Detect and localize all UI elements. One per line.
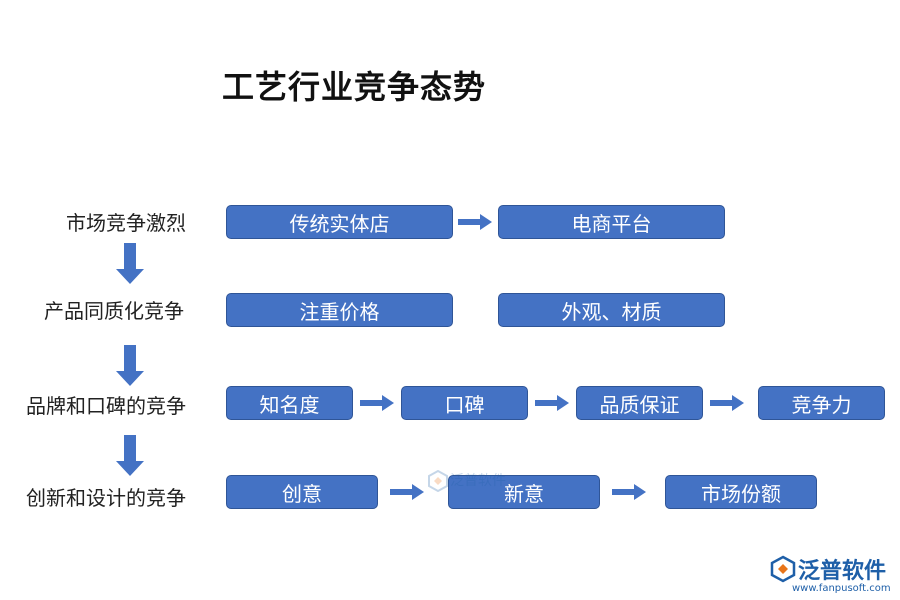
row-label-brand: 品牌和口碑的竞争 — [26, 394, 186, 418]
arrow-right-icon — [390, 484, 424, 500]
arrow-right-icon — [360, 395, 394, 411]
fanpu-logo-icon — [770, 555, 796, 583]
page-title: 工艺行业竞争态势 — [222, 68, 487, 106]
row-label-innovation: 创新和设计的竞争 — [26, 486, 186, 510]
box-quality-assurance: 品质保证 — [576, 386, 703, 420]
box-ecommerce-platform: 电商平台 — [498, 205, 725, 239]
arrow-right-icon — [612, 484, 646, 500]
box-traditional-store: 传统实体店 — [226, 205, 453, 239]
box-appearance-material: 外观、材质 — [498, 293, 725, 327]
arrow-right-icon — [710, 395, 744, 411]
brand-logo: 泛普软件 www.fanpusoft.com — [770, 553, 894, 597]
row-label-homogeneity: 产品同质化竞争 — [44, 299, 184, 323]
arrow-down-icon — [116, 243, 144, 284]
arrow-down-icon — [116, 435, 144, 476]
fanpu-logo-icon — [428, 470, 448, 492]
box-competitiveness: 竞争力 — [758, 386, 885, 420]
row-label-market: 市场竞争激烈 — [66, 211, 186, 235]
box-creativity: 创意 — [226, 475, 378, 509]
box-market-share: 市场份额 — [665, 475, 817, 509]
watermark-text: 泛普软件 — [450, 473, 506, 489]
brand-name: 泛普软件 — [798, 559, 887, 584]
arrow-right-icon — [535, 395, 569, 411]
arrow-down-icon — [116, 345, 144, 386]
box-focus-price: 注重价格 — [226, 293, 453, 327]
watermark-logo: 泛普软件 — [428, 468, 528, 494]
box-awareness: 知名度 — [226, 386, 353, 420]
box-reputation: 口碑 — [401, 386, 528, 420]
box-novelty: 新意 — [448, 475, 600, 509]
brand-url: www.fanpusoft.com — [792, 583, 891, 594]
arrow-right-icon — [458, 214, 492, 230]
